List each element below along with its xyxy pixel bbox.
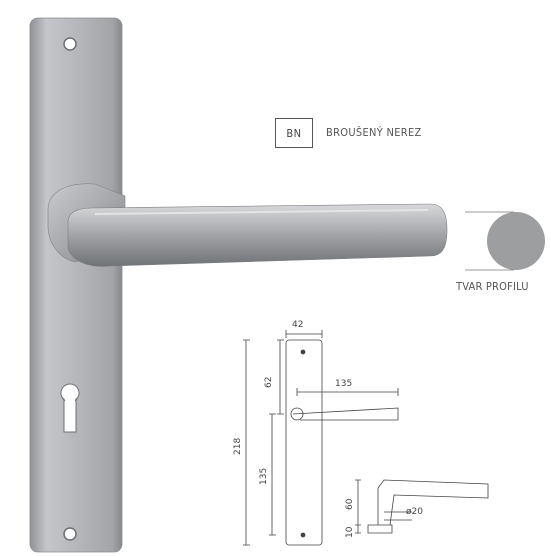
dim-spindle-offset: 62 (264, 377, 274, 388)
technical-drawing (243, 330, 489, 546)
finish-name: BROUŠENÝ NEREZ (326, 126, 422, 139)
finish-code: BN (286, 126, 302, 140)
side-view (367, 524, 393, 534)
dim-rose-height: 60 (345, 498, 355, 510)
dim-plate-height: 218 (233, 438, 243, 455)
drawing-lever (292, 407, 399, 421)
top-screw-hole (63, 37, 77, 51)
finish-code-box: BN (275, 118, 313, 148)
dim-plate-depth: 10 (345, 526, 355, 538)
backplate (29, 17, 123, 553)
dim-keyhole-spacing: 135 (259, 468, 269, 485)
lever-bar (67, 203, 448, 267)
dim-lever-diameter: ø20 (406, 507, 423, 517)
dim-lever-length: 135 (335, 379, 352, 389)
dim-plate-width: 42 (292, 320, 303, 330)
profile-circle (487, 212, 545, 270)
drawing-plate (285, 339, 323, 546)
profile-label: TVAR PROFILU (456, 280, 529, 293)
bottom-screw-hole (63, 527, 77, 541)
